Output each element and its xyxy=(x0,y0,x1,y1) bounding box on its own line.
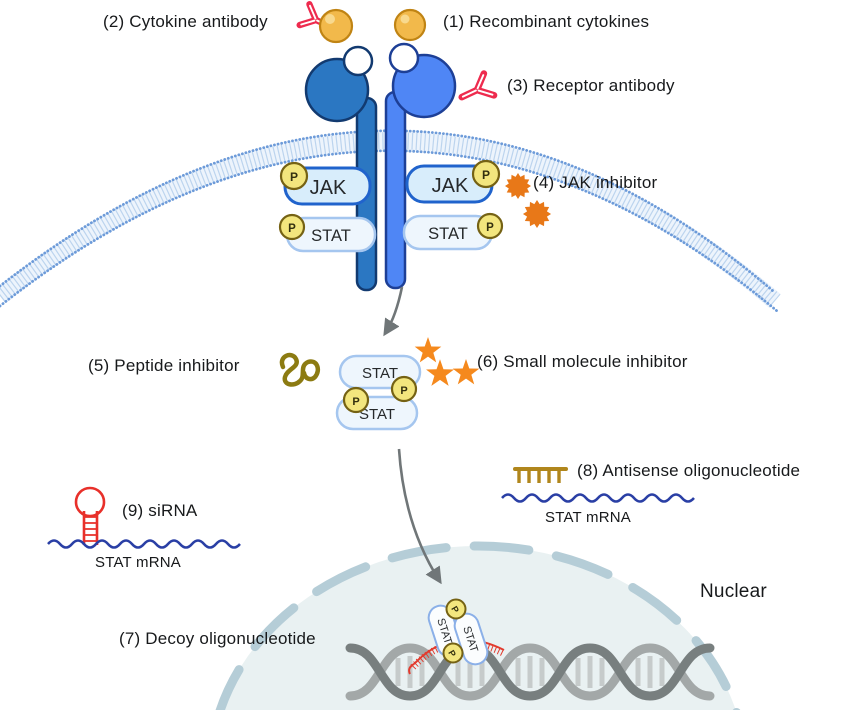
stat-dimer-top-label: STAT xyxy=(362,365,398,382)
stat-right-box: STAT xyxy=(402,214,494,251)
label-sirna: (9) siRNA xyxy=(122,501,198,520)
phospho-badge-icon: P xyxy=(278,213,306,241)
jak-right-label: JAK xyxy=(432,175,469,197)
peptide-squiggle-icon xyxy=(279,352,321,387)
label-stat-mrna-left: STAT mRNA xyxy=(95,554,181,571)
label-small-molecule-inhibitor: (6) Small molecule inhibitor xyxy=(477,352,688,371)
svg-text:P: P xyxy=(449,604,461,614)
receptor-icon xyxy=(304,42,457,292)
mrna-wave-icon xyxy=(47,539,241,549)
phospho-badge-icon: P xyxy=(442,642,464,664)
sirna-hairpin-icon xyxy=(74,486,106,545)
svg-text:P: P xyxy=(400,385,407,397)
antisense-comb-icon xyxy=(513,467,568,483)
label-peptide-inhibitor: (5) Peptide inhibitor xyxy=(88,356,240,375)
translocation-arrow-icon xyxy=(397,448,442,585)
jak-right-box: JAK xyxy=(405,164,494,204)
phospho-badge-icon: P xyxy=(342,386,370,414)
label-recombinant-cytokines: (1) Recombinant cytokines xyxy=(443,12,650,31)
receptor-right-chain xyxy=(384,42,457,290)
nuclear-stat-dimer: STAT STAT P P xyxy=(427,598,489,666)
svg-text:P: P xyxy=(288,223,296,235)
stat-right-label: STAT xyxy=(428,225,468,243)
phospho-badge-icon: P xyxy=(445,598,467,620)
phospho-badge-icon: P xyxy=(390,375,418,403)
jak-left-label: JAK xyxy=(310,177,347,199)
stat-left-label: STAT xyxy=(311,227,351,245)
label-stat-mrna-right: STAT mRNA xyxy=(545,509,631,526)
svg-text:P: P xyxy=(352,396,359,408)
svg-text:P: P xyxy=(482,168,490,182)
dna-helix-icon xyxy=(345,643,715,701)
svg-text:P: P xyxy=(486,222,494,234)
label-nuclear: Nuclear xyxy=(700,581,767,602)
jak-inhibitor-burst-icon xyxy=(522,199,552,229)
phospho-badge-icon: P xyxy=(476,212,504,240)
star-icon xyxy=(426,359,454,386)
star-icon xyxy=(414,337,442,363)
phospho-badge-icon: P xyxy=(471,159,501,189)
star-icon xyxy=(452,359,480,385)
cytokine-icon xyxy=(318,8,354,44)
label-cytokine-antibody: (2) Cytokine antibody xyxy=(103,12,268,31)
jak-inhibitor-burst-icon xyxy=(505,173,531,199)
label-jak-inhibitor: (4) JAK inhibitor xyxy=(533,173,658,192)
svg-text:P: P xyxy=(446,648,458,658)
label-decoy-oligonucleotide: (7) Decoy oligonucleotide xyxy=(119,629,316,648)
signal-arrow-icon xyxy=(383,286,404,337)
stat-dimer-bottom-label: STAT xyxy=(359,406,395,423)
svg-text:P: P xyxy=(290,170,298,184)
label-antisense-oligonucleotide: (8) Antisense oligonucleotide xyxy=(577,461,801,480)
cytokine-icon xyxy=(393,8,427,42)
receptor-antibody-icon xyxy=(457,74,494,108)
mrna-wave-icon xyxy=(501,493,695,503)
stat-left-box: STAT xyxy=(285,216,377,253)
phospho-badge-icon: P xyxy=(279,161,309,191)
label-receptor-antibody: (3) Receptor antibody xyxy=(507,76,675,95)
stat-dimer: STAT STAT P P xyxy=(335,354,422,431)
